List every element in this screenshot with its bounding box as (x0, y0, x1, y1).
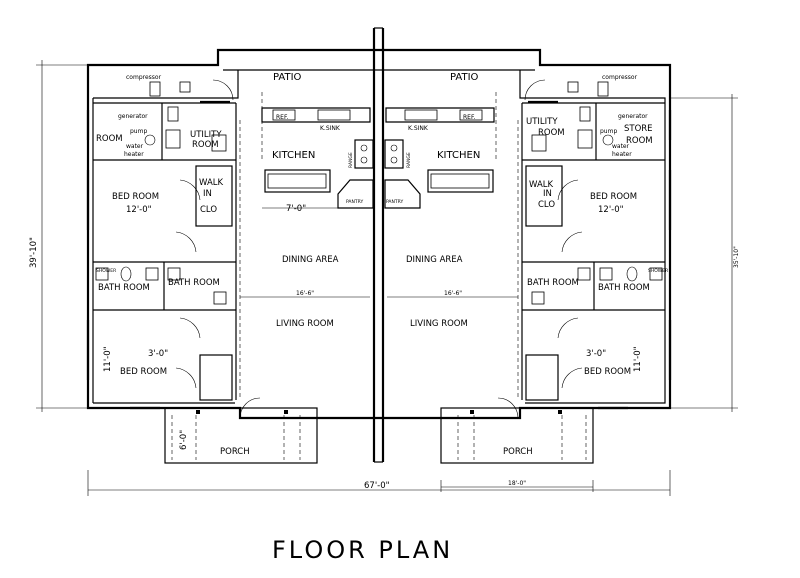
left-dining-label: DINING AREA (282, 255, 339, 265)
left-bedroom-top-label: BED ROOM (112, 192, 159, 202)
overall-depth-left-dim: 39'-10" (29, 237, 39, 268)
right-utility-room-label: ROOM (538, 128, 565, 138)
left-range-label: RANGE (348, 152, 354, 168)
right-shower-label: SHOWER (648, 268, 668, 274)
left-water-label: water (126, 143, 144, 150)
left-shower-label: SHOWER (96, 268, 116, 274)
right-bath-2-label: BATH ROOM (598, 283, 650, 293)
left-utility-room-label: ROOM (192, 140, 219, 150)
drawing-title: FLOOR PLAN (272, 536, 453, 564)
right-bedroom-top-label: BED ROOM (590, 192, 637, 202)
right-bedroom-top-dim: 12'-0" (598, 205, 624, 215)
right-water-label: water (612, 143, 630, 150)
right-kitchen-label: KITCHEN (437, 150, 480, 161)
left-heater-label: heater (124, 151, 144, 158)
left-walk-label: WALK (199, 178, 223, 188)
right-compressor-label: compressor (602, 74, 638, 81)
left-room-label: ROOM (96, 134, 123, 144)
right-bedroom-bottom-label: BED ROOM (584, 367, 631, 377)
exterior-walls (86, 27, 672, 463)
right-living-dim: 16'-6" (444, 290, 462, 297)
left-bedroom-bottom-dim: 3'-0" (148, 349, 168, 359)
right-generator-label: generator (618, 113, 648, 120)
left-bedroom-bottom-vdim: 11'-0" (103, 346, 113, 372)
right-bath-1-label: BATH ROOM (527, 278, 579, 288)
right-heater-label: heater (612, 151, 632, 158)
right-pump-label: pump (600, 128, 617, 135)
left-ref-label: REF. (276, 114, 288, 121)
left-porch-dim: 6'-0" (179, 430, 189, 450)
right-patio-label: PATIO (450, 72, 479, 83)
right-bedroom-bottom-vdim: 11'-0" (633, 346, 643, 372)
dimension-lines (36, 60, 738, 496)
left-ksink-label: K.SINK (320, 125, 341, 132)
right-store-label: STORE (624, 124, 653, 134)
right-dining-label: DINING AREA (406, 255, 463, 265)
left-in-label: IN (203, 189, 212, 199)
left-bath-1-label: BATH ROOM (98, 283, 150, 293)
left-utility-label: UTILITY (190, 130, 222, 140)
left-patio-label: PATIO (273, 72, 302, 83)
right-pantry-label: PANTRY (386, 199, 403, 205)
left-bedroom-top-dim: 12'-0" (126, 205, 152, 215)
right-porch-label: PORCH (503, 447, 533, 457)
left-bedroom-bottom-label: BED ROOM (120, 367, 167, 377)
overall-depth-right-dim: 35'-10" (733, 246, 740, 268)
left-living-dim: 16'-6" (296, 290, 314, 297)
left-kitchen-dim: 7'-0" (286, 204, 306, 214)
right-living-label: LIVING ROOM (410, 319, 468, 329)
left-compressor-label: compressor (126, 74, 162, 81)
right-ksink-label: K.SINK (408, 125, 429, 132)
right-unit-walls (384, 79, 672, 464)
overall-width-dim: 67'-0" (364, 481, 390, 491)
left-bath-2-label: BATH ROOM (168, 278, 220, 288)
left-generator-label: generator (118, 113, 148, 120)
right-clo-label: CLO (538, 200, 555, 210)
left-kitchen-label: KITCHEN (272, 150, 315, 161)
right-in-label: IN (543, 189, 552, 199)
right-ref-label: REF. (463, 114, 475, 121)
left-pump-label: pump (130, 128, 147, 135)
right-walk-label: WALK (529, 180, 553, 190)
left-pantry-label: PANTRY (346, 199, 363, 205)
left-living-label: LIVING ROOM (276, 319, 334, 329)
right-bedroom-bottom-dim: 3'-0" (586, 349, 606, 359)
right-range-label: RANGE (406, 152, 412, 168)
right-utility-label: UTILITY (526, 117, 558, 127)
left-unit-walls (86, 79, 374, 464)
left-porch-label: PORCH (220, 447, 250, 457)
right-porch-dim: 18'-0" (508, 480, 526, 487)
left-clo-label: CLO (200, 205, 217, 215)
right-store-room-label: ROOM (626, 136, 653, 146)
